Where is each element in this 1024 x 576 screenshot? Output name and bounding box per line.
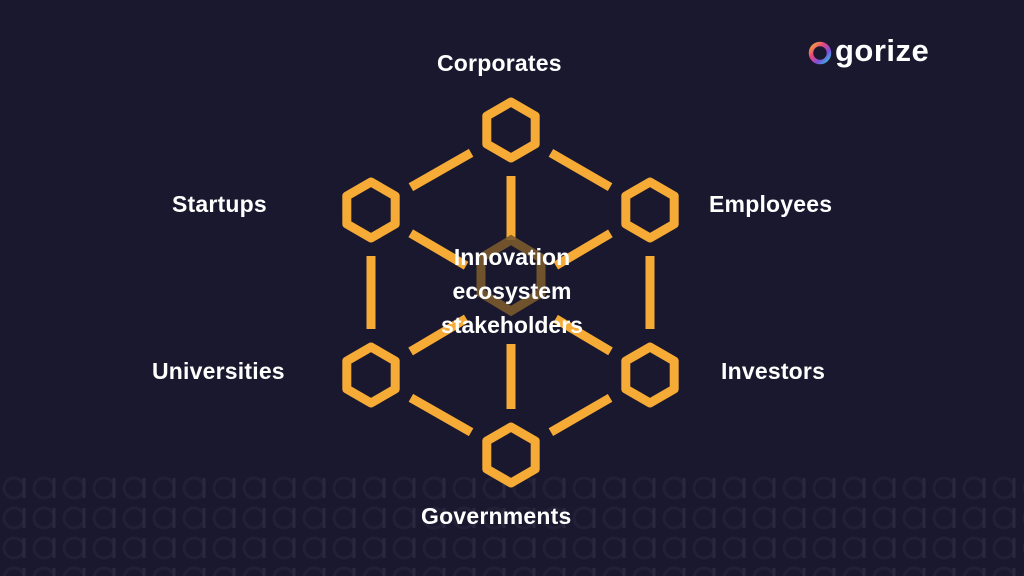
label-corporates: Corporates xyxy=(437,50,562,76)
node-hexagon-employees xyxy=(621,177,679,243)
pattern-ring xyxy=(2,566,26,576)
pattern-ring xyxy=(332,566,356,576)
spoke-employees xyxy=(553,229,613,270)
node-hexagon-governments xyxy=(482,422,540,488)
node-hexagon-startups xyxy=(342,177,400,243)
node-hexagon-corporates xyxy=(482,97,540,163)
pattern-ring xyxy=(302,566,326,576)
pattern-ring xyxy=(872,566,896,576)
spoke-startups xyxy=(408,229,469,270)
pattern-ring xyxy=(452,566,476,576)
pattern-ring xyxy=(152,566,176,576)
pattern-ring xyxy=(62,566,86,576)
spoke-investors xyxy=(553,314,613,356)
stakeholder-nodes xyxy=(342,97,679,488)
pattern-ring xyxy=(752,566,776,576)
center-title-line-2: ecosystem xyxy=(452,278,572,304)
pattern-ring xyxy=(362,566,386,576)
logo-ring-icon xyxy=(808,41,832,65)
pattern-ring xyxy=(932,566,956,576)
edge-corporates-employees xyxy=(548,149,613,191)
center-hexagon xyxy=(476,234,546,317)
pattern-ring xyxy=(542,566,566,576)
pattern-ring xyxy=(902,566,926,576)
edge-governments-universities xyxy=(408,393,474,437)
pattern-ring xyxy=(512,566,536,576)
pattern-ring xyxy=(572,566,596,576)
pattern-ring xyxy=(842,566,866,576)
pattern-ring xyxy=(92,566,116,576)
label-governments: Governments xyxy=(421,503,572,529)
node-hexagon-universities xyxy=(342,342,400,408)
node-hexagon-investors xyxy=(621,342,679,408)
label-universities: Universities xyxy=(152,358,285,384)
pattern-ring xyxy=(722,566,746,576)
center-title-line-1: Innovation xyxy=(453,244,571,270)
pattern-ring xyxy=(32,566,56,576)
pattern-ring xyxy=(632,566,656,576)
agorize-logo: gorize xyxy=(808,33,929,69)
center-title-line-3: stakeholders xyxy=(441,312,583,338)
pattern-ring xyxy=(182,566,206,576)
pattern-ring xyxy=(242,566,266,576)
pattern-ring xyxy=(662,566,686,576)
label-investors: Investors xyxy=(721,358,826,384)
label-employees: Employees xyxy=(709,191,833,217)
spoke-universities xyxy=(408,314,469,356)
pattern-ring xyxy=(272,566,296,576)
pattern-ring xyxy=(692,566,716,576)
pattern-ring xyxy=(212,566,236,576)
center-title: Innovation ecosystem stakeholders xyxy=(412,240,612,342)
pattern-ring xyxy=(782,566,806,576)
pattern-ring xyxy=(482,566,506,576)
pattern-ring xyxy=(122,566,146,576)
connection-lines xyxy=(366,148,655,437)
edge-investors-governments xyxy=(548,394,613,436)
pattern-ring xyxy=(392,566,416,576)
pattern-ring xyxy=(422,566,446,576)
pattern-ring xyxy=(962,566,986,576)
edge-startups-corporates xyxy=(408,148,474,192)
pattern-ring xyxy=(812,566,836,576)
pattern-ring xyxy=(992,566,1016,576)
logo-wordmark: gorize xyxy=(835,33,930,68)
label-startups: Startups xyxy=(172,191,267,217)
pattern-ring xyxy=(602,566,626,576)
